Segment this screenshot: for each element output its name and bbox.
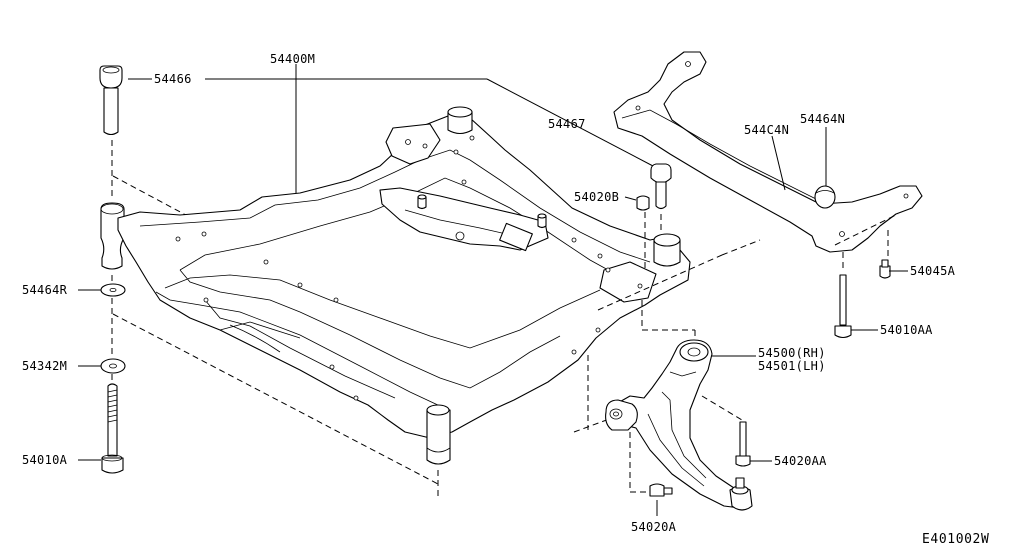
bolt-54466	[99, 65, 123, 136]
bushing-54464N	[814, 185, 836, 209]
label-544C4N: 544C4N	[744, 123, 789, 137]
bolt-54467	[650, 163, 672, 210]
bolt-54020AA	[735, 421, 751, 467]
bolt-54045A	[879, 259, 891, 279]
label-54020B: 54020B	[574, 190, 619, 204]
label-54464R: 54464R	[22, 283, 68, 297]
label-54010AA: 54010AA	[880, 323, 933, 337]
washer-54464R	[100, 283, 126, 297]
label-54400M: 54400M	[270, 52, 315, 66]
label-54464N: 54464N	[800, 112, 845, 126]
bolt-54020A	[649, 483, 673, 497]
bolt-54010AA	[834, 274, 852, 339]
bolt-54010A	[101, 383, 124, 474]
label-54045A: 54045A	[910, 264, 956, 278]
front-suspension-member	[117, 106, 691, 465]
label-54466: 54466	[154, 72, 192, 86]
label-54010A: 54010A	[22, 453, 68, 467]
mount-front-right	[653, 233, 681, 267]
label-54467: 54467	[548, 117, 586, 131]
washer-54342M	[100, 358, 126, 374]
mount-front-left-lower	[426, 404, 451, 465]
label-54020A: 54020A	[631, 520, 677, 534]
label-54501-lh: 54501(LH)	[758, 359, 826, 373]
mount-rear-upper	[447, 106, 473, 135]
label-54500-rh: 54500(RH)	[758, 346, 826, 360]
figure-code: E401002W	[922, 532, 989, 547]
label-54342M: 54342M	[22, 359, 67, 373]
label-54020AA: 54020AA	[774, 454, 827, 468]
nut-54020B	[636, 195, 650, 211]
stabilizer-member-544C4N	[613, 51, 923, 253]
transverse-link-54500	[605, 339, 753, 511]
